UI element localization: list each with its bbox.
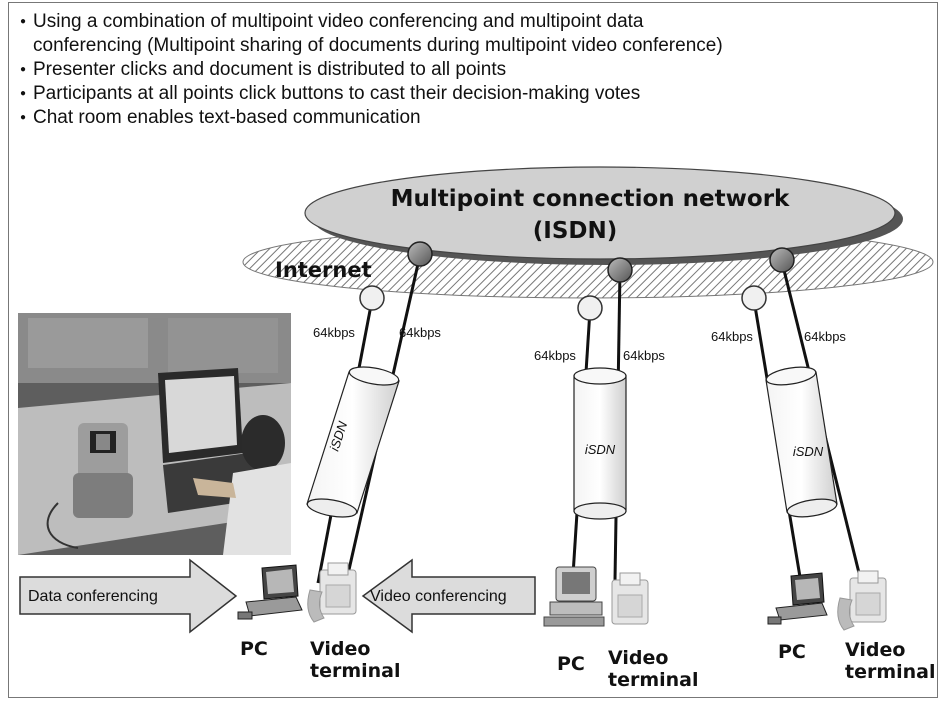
isdn-cable-1: iSDN bbox=[306, 366, 400, 518]
laptop-icon bbox=[767, 572, 828, 625]
network-subtitle: (ISDN) bbox=[533, 218, 618, 244]
pc-label: PC bbox=[778, 641, 806, 663]
network-title: Multipoint connection network bbox=[391, 186, 790, 212]
speed-label: 64kbps bbox=[313, 325, 355, 340]
video-conferencing-arrow: Video conferencing bbox=[361, 558, 536, 634]
pc-label: PC bbox=[557, 653, 585, 675]
isdn-network-ellipse bbox=[304, 166, 896, 260]
internet-node-2 bbox=[577, 295, 603, 321]
laptop-icon bbox=[237, 564, 303, 620]
isdn-cable-2: iSDN bbox=[573, 367, 627, 520]
bullet-item: Using a combination of multipoint video … bbox=[20, 10, 723, 58]
data-conferencing-label: Data conferencing bbox=[28, 588, 158, 605]
video-label: Video bbox=[608, 647, 668, 669]
speed-label: 64kbps bbox=[623, 348, 665, 363]
video-label: Video bbox=[845, 639, 905, 661]
speed-label: 64kbps bbox=[711, 329, 753, 344]
internet-node-1 bbox=[359, 285, 385, 311]
data-conferencing-arrow: Data conferencing bbox=[19, 558, 238, 634]
bullet-item: Presenter clicks and document is distrib… bbox=[20, 58, 723, 82]
isdn-node-3 bbox=[769, 247, 795, 273]
pc-label: PC bbox=[240, 638, 268, 660]
video-terminal-icon bbox=[611, 572, 649, 625]
bullet-item: Participants at all points click buttons… bbox=[20, 82, 723, 106]
video-label: Video bbox=[310, 638, 370, 660]
internet-label: Internet bbox=[275, 258, 372, 282]
svg-text:iSDN: iSDN bbox=[585, 442, 616, 457]
bullet-list: Using a combination of multipoint video … bbox=[20, 10, 723, 130]
isdn-cable-3: iSDN bbox=[765, 366, 838, 518]
bullet-item: Chat room enables text-based communicati… bbox=[20, 106, 723, 130]
terminal-label: terminal bbox=[845, 661, 936, 683]
svg-text:iSDN: iSDN bbox=[793, 444, 824, 459]
speed-label: 64kbps bbox=[399, 325, 441, 340]
internet-node-3 bbox=[741, 285, 767, 311]
video-terminal-icon bbox=[837, 570, 887, 631]
speed-label: 64kbps bbox=[804, 329, 846, 344]
video-conferencing-label: Video conferencing bbox=[370, 588, 507, 605]
photo-user-at-laptop bbox=[18, 313, 291, 555]
video-terminal-icon bbox=[307, 562, 357, 623]
isdn-node-1 bbox=[407, 241, 433, 267]
isdn-node-2 bbox=[607, 257, 633, 283]
desktop-pc-icon bbox=[543, 566, 605, 627]
terminal-label: terminal bbox=[608, 669, 699, 691]
speed-label: 64kbps bbox=[534, 348, 576, 363]
terminal-label: terminal bbox=[310, 660, 401, 682]
